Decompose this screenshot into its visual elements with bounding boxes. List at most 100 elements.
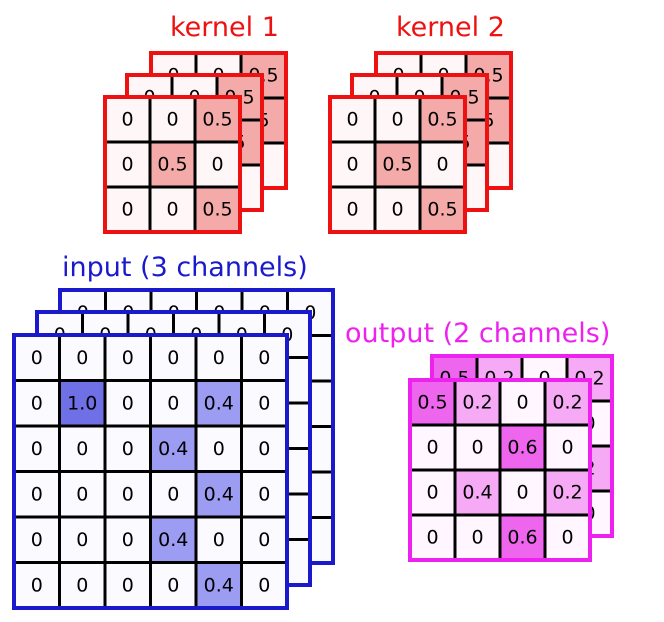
cell-value: 0.5 bbox=[202, 109, 232, 131]
cell-value: 0 bbox=[213, 347, 225, 369]
cell-value: 0 bbox=[121, 154, 133, 176]
cell-value: 0.5 bbox=[202, 199, 232, 221]
cell-value: 0 bbox=[166, 199, 178, 221]
cell-value: 0.6 bbox=[507, 437, 537, 459]
input-front-plate-border bbox=[12, 333, 289, 610]
cell-value: 0 bbox=[213, 438, 225, 460]
input-front-plate: 0 0 0 0 0 0 0 1.0 0 0 0.4 0 0 0 0 0.4 0 0 0 0 0 0 0.4 0 0 0 0 0.4 0 0… bbox=[12, 333, 289, 610]
cell-value: 0 bbox=[122, 483, 134, 505]
cell-highlight bbox=[150, 142, 195, 187]
cell-value: 0 bbox=[258, 574, 270, 596]
cell-value: 0 bbox=[122, 574, 134, 596]
cell-value: 0 bbox=[122, 529, 134, 551]
cell-highlight bbox=[420, 187, 465, 232]
cell-value: 0 bbox=[76, 483, 88, 505]
cell-value: 0 bbox=[258, 483, 270, 505]
cell-highlight bbox=[195, 97, 240, 142]
cell-value: 0 bbox=[121, 199, 133, 221]
kernel-2-front-plate-border bbox=[328, 95, 467, 234]
cell-value: 0.2 bbox=[552, 482, 582, 504]
cell-value: 0.4 bbox=[204, 483, 234, 505]
cell-highlight bbox=[420, 97, 465, 142]
kernel-2-label: kernel 2 bbox=[396, 12, 505, 43]
cell-value: 0 bbox=[76, 574, 88, 596]
cell-value: 0.4 bbox=[204, 574, 234, 596]
cell-value: 0 bbox=[258, 392, 270, 414]
cell-value: 0 bbox=[76, 438, 88, 460]
cell-value: 0 bbox=[122, 347, 134, 369]
cell-value: 0 bbox=[31, 438, 43, 460]
cell-highlight bbox=[196, 380, 242, 426]
kernel-1-front-plate-border bbox=[103, 95, 242, 234]
cell-value: 0.4 bbox=[158, 529, 188, 551]
output-front-plate-border bbox=[408, 378, 592, 562]
cell-value: 0.2 bbox=[462, 392, 492, 414]
output-front-plate: 0.5 0.2 0 0.2 0 0 0.6 0 0 0.4 0 0.2 0 0 0.6 0 bbox=[408, 378, 592, 562]
cell-value: 0 bbox=[213, 529, 225, 551]
cell-value: 0 bbox=[167, 347, 179, 369]
cell-value: 0 bbox=[166, 109, 178, 131]
cell-value: 0 bbox=[122, 392, 134, 414]
cell-highlight bbox=[500, 515, 545, 560]
cell-value: 0.5 bbox=[157, 154, 187, 176]
cell-value: 0.5 bbox=[417, 392, 447, 414]
cell-value: 0 bbox=[561, 527, 573, 549]
cell-highlight bbox=[455, 380, 500, 425]
cell-value: 0 bbox=[31, 574, 43, 596]
cell-value: 0 bbox=[167, 392, 179, 414]
cell-value: 0 bbox=[516, 482, 528, 504]
cell-value: 0.4 bbox=[204, 392, 234, 414]
cell-value: 0.5 bbox=[427, 199, 457, 221]
cell-value: 0 bbox=[516, 392, 528, 414]
cell-value: 0 bbox=[31, 529, 43, 551]
cell-value: 0 bbox=[426, 527, 438, 549]
output-label: output (2 channels) bbox=[345, 318, 610, 349]
cell-value: 0 bbox=[471, 437, 483, 459]
cell-value: 0 bbox=[391, 199, 403, 221]
cell-value: 0 bbox=[258, 529, 270, 551]
cell-value: 0 bbox=[31, 483, 43, 505]
cell-value: 0 bbox=[31, 392, 43, 414]
cell-value: 0 bbox=[211, 154, 223, 176]
cell-value: 0.4 bbox=[158, 438, 188, 460]
cell-highlight bbox=[545, 380, 590, 425]
cell-value: 0 bbox=[122, 438, 134, 460]
cell-value: 0 bbox=[426, 437, 438, 459]
cell-highlight bbox=[150, 426, 196, 472]
cell-value: 0 bbox=[346, 154, 358, 176]
kernel-1-front-plate: 0 0 0.5 0 0.5 0 0 0 0.5 bbox=[103, 95, 242, 234]
cell-value: 0 bbox=[167, 574, 179, 596]
kernel-1-label: kernel 1 bbox=[170, 12, 279, 43]
cell-value: 0 bbox=[346, 199, 358, 221]
cell-value: 0 bbox=[561, 437, 573, 459]
cell-value: 0.6 bbox=[507, 527, 537, 549]
cell-highlight bbox=[59, 380, 105, 426]
cell-value: 0.2 bbox=[552, 392, 582, 414]
cell-value: 0 bbox=[258, 347, 270, 369]
cell-highlight bbox=[545, 470, 590, 515]
cell-value: 0 bbox=[121, 109, 133, 131]
cell-highlight bbox=[196, 562, 242, 608]
cell-value: 0.5 bbox=[382, 154, 412, 176]
cell-value: 0 bbox=[346, 109, 358, 131]
cell-value: 0 bbox=[76, 347, 88, 369]
cell-value: 0 bbox=[426, 482, 438, 504]
cell-highlight bbox=[455, 470, 500, 515]
cell-value: 1.0 bbox=[67, 392, 97, 414]
cell-value: 0 bbox=[258, 438, 270, 460]
cell-value: 0 bbox=[76, 529, 88, 551]
cell-value: 0 bbox=[391, 109, 403, 131]
cell-value: 0 bbox=[436, 154, 448, 176]
input-label: input (3 channels) bbox=[62, 252, 308, 283]
cell-highlight bbox=[196, 471, 242, 517]
cell-value: 0 bbox=[167, 483, 179, 505]
cell-value: 0.4 bbox=[462, 482, 492, 504]
cell-highlight bbox=[375, 142, 420, 187]
cell-highlight bbox=[150, 517, 196, 563]
cell-value: 0 bbox=[471, 527, 483, 549]
cell-value: 0 bbox=[31, 347, 43, 369]
cell-highlight bbox=[500, 425, 545, 470]
